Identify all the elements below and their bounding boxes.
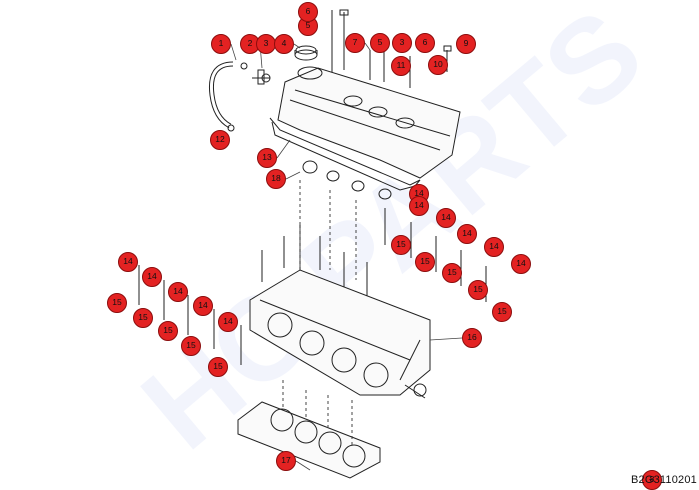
callout-9: 9 — [456, 34, 476, 54]
callout-14: 14 — [484, 237, 504, 257]
callout-14: 14 — [193, 296, 213, 316]
breather-hose — [208, 61, 248, 132]
callout-3: 3 — [256, 34, 276, 54]
callout-15: 15 — [391, 235, 411, 255]
callout-leaders — [230, 42, 463, 471]
callout-15: 15 — [492, 302, 512, 322]
callout-15: 15 — [208, 357, 228, 377]
callout-17: 17 — [276, 451, 296, 471]
cylinder-head-gasket — [237, 401, 381, 479]
callout-15: 15 — [107, 293, 127, 313]
callout-5: 5 — [370, 33, 390, 53]
callout-15: 15 — [181, 336, 201, 356]
callout-16: 16 — [462, 328, 482, 348]
callout-15: 15 — [468, 280, 488, 300]
callout-7: 7 — [345, 33, 365, 53]
callout-12: 12 — [210, 130, 230, 150]
callout-15: 15 — [442, 263, 462, 283]
callout-15: 15 — [158, 321, 178, 341]
callout-8: 8 — [642, 470, 662, 490]
callout-10: 10 — [428, 55, 448, 75]
part-code: B2G3110201 — [630, 474, 697, 486]
callout-13: 13 — [257, 148, 277, 168]
callout-14: 14 — [457, 224, 477, 244]
callout-15: 15 — [133, 308, 153, 328]
callout-6: 6 — [298, 2, 318, 22]
callout-14: 14 — [168, 282, 188, 302]
callout-11: 11 — [391, 56, 411, 76]
callout-14: 14 — [511, 254, 531, 274]
callout-18: 18 — [266, 169, 286, 189]
callout-14: 14 — [409, 196, 429, 216]
callout-15: 15 — [415, 252, 435, 272]
callout-1: 1 — [211, 34, 231, 54]
leader-lines — [282, 180, 357, 445]
head-bolts-left — [138, 265, 242, 365]
callout-14: 14 — [118, 252, 138, 272]
callout-14: 14 — [436, 208, 456, 228]
cylinder-head — [249, 269, 431, 399]
callout-3: 3 — [392, 33, 412, 53]
callout-14: 14 — [142, 267, 162, 287]
pcv-valve — [252, 69, 271, 85]
callout-4: 4 — [274, 34, 294, 54]
oil-filler-cap — [294, 45, 318, 61]
callout-14: 14 — [218, 312, 238, 332]
cylinder-head-cover — [269, 66, 461, 186]
callout-6: 6 — [415, 33, 435, 53]
